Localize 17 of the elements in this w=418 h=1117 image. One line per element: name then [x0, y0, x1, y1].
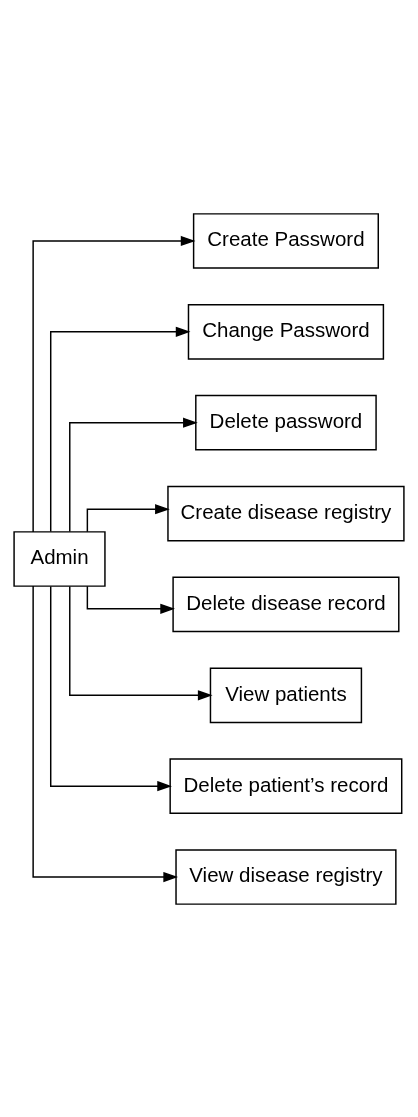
node-box: Create disease registry [167, 485, 405, 541]
node-box: Change Password [187, 303, 385, 360]
node-box: View patients [209, 666, 363, 723]
arrow [86, 585, 175, 614]
arrow [50, 585, 172, 791]
arrow [69, 417, 198, 532]
arrow [86, 503, 170, 532]
arrow [50, 326, 191, 532]
node-box: View disease registry [175, 848, 397, 905]
arrow [32, 584, 178, 882]
node-box: Delete password [195, 394, 377, 451]
node-box: Delete patient’s record [169, 757, 403, 814]
node-box: Delete disease record [172, 576, 400, 632]
node-box: Admin [13, 530, 106, 587]
node-box: Create Password [192, 212, 379, 269]
arrow [69, 585, 213, 700]
arrow [32, 235, 196, 533]
